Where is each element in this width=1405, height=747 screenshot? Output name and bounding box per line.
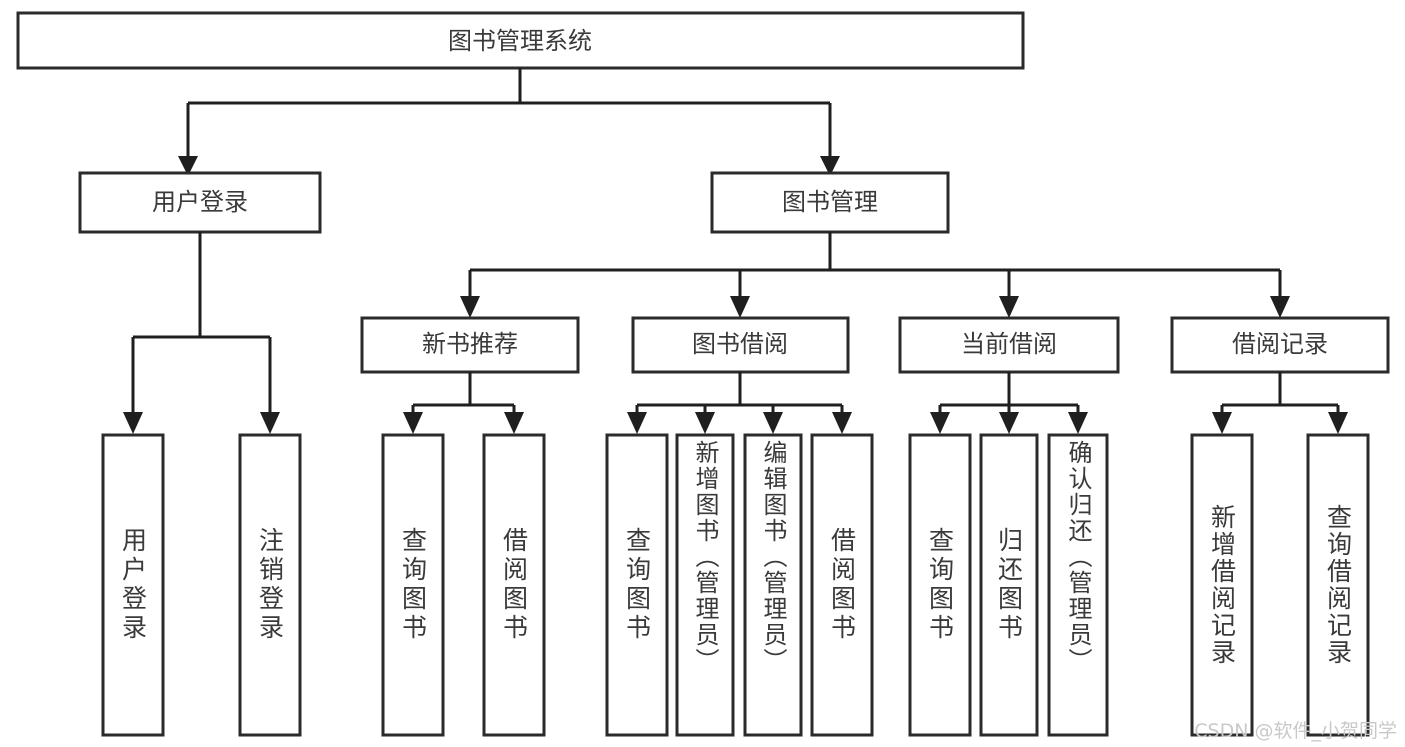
- leaf-borrow-book-2-box[interactable]: [810, 433, 874, 737]
- book-management-label: 图书管理: [782, 188, 878, 216]
- node-current-borrow[interactable]: 当前借阅: [898, 316, 1120, 374]
- node-book-management[interactable]: 图书管理: [710, 171, 950, 234]
- arrow-new-book-recommend: [460, 296, 480, 318]
- user-login-box: [78, 171, 322, 234]
- node-book-borrow[interactable]: 图书借阅: [631, 316, 850, 374]
- node-user-login[interactable]: 用户登录: [78, 171, 322, 234]
- arrow-borrow-record: [1270, 296, 1290, 318]
- arrow-leaf-borrow-book-1: [504, 412, 524, 434]
- book-management-box: [710, 171, 950, 234]
- arrow-leaf-confirm-return: [1068, 412, 1088, 434]
- leaf-add-record-box[interactable]: [1190, 433, 1254, 737]
- leaf-query-book-1-box[interactable]: [381, 433, 445, 737]
- current-borrow-box: [898, 316, 1120, 374]
- leaf-query-record-box[interactable]: [1306, 433, 1370, 737]
- leaf-query-book-3-box[interactable]: [908, 433, 972, 737]
- root-box: [16, 11, 1025, 70]
- arrow-leaf-query-book-1: [403, 412, 423, 434]
- leaf-user-login-box[interactable]: [101, 433, 165, 737]
- node-root[interactable]: 图书管理系统: [16, 11, 1025, 70]
- arrow-book-management: [820, 156, 840, 176]
- arrow-leaf-return-book: [999, 412, 1019, 434]
- arrow-leaf-query-record: [1328, 412, 1348, 434]
- arrow-leaf-query-book-2: [627, 412, 647, 434]
- arrow-leaf-borrow-book-2: [832, 412, 852, 434]
- leaf-borrow-book-1-box[interactable]: [482, 433, 546, 737]
- leaf-add-book-box[interactable]: [675, 433, 735, 737]
- leaf-confirm-return-box[interactable]: [1047, 433, 1109, 737]
- leaf-logout-login-box[interactable]: [238, 433, 302, 737]
- arrow-leaf-user-login: [123, 412, 143, 434]
- csdn-watermark: CSDN @软件_小贺同学: [1194, 720, 1397, 742]
- user-login-label: 用户登录: [152, 188, 248, 216]
- arrow-user-login: [178, 156, 198, 176]
- arrow-leaf-add-record: [1212, 412, 1232, 434]
- leaf-return-book-box[interactable]: [979, 433, 1039, 737]
- root-label: 图书管理系统: [448, 27, 592, 55]
- node-borrow-record[interactable]: 借阅记录: [1170, 316, 1390, 374]
- borrow-record-label: 借阅记录: [1232, 330, 1328, 358]
- arrow-leaf-logout: [260, 412, 280, 434]
- new-book-recommend-label: 新书推荐: [422, 330, 518, 358]
- book-borrow-label: 图书借阅: [692, 330, 788, 358]
- arrow-leaf-query-book-3: [930, 412, 950, 434]
- arrow-current-borrow: [999, 296, 1019, 318]
- current-borrow-label: 当前借阅: [961, 330, 1057, 358]
- arrow-leaf-edit-book: [763, 412, 783, 434]
- new-book-recommend-box: [360, 316, 580, 374]
- leaf-edit-book-box[interactable]: [743, 433, 803, 737]
- arrow-book-borrow: [730, 296, 750, 318]
- leaf-query-book-2-box[interactable]: [605, 433, 669, 737]
- book-borrow-box: [631, 316, 850, 374]
- node-new-book-recommend[interactable]: 新书推荐: [360, 316, 580, 374]
- arrow-leaf-add-book: [695, 412, 715, 434]
- borrow-record-box: [1170, 316, 1390, 374]
